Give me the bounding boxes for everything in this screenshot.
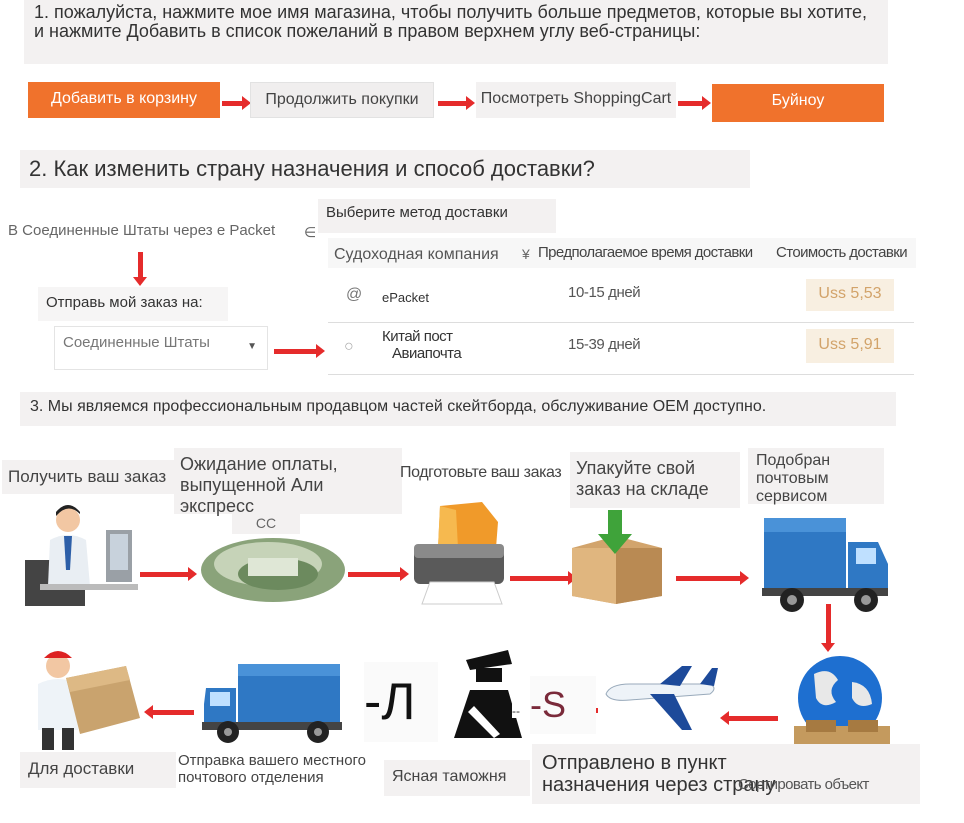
shipping-radio[interactable]: ○ (344, 338, 354, 355)
glyph-right: -S (530, 676, 596, 734)
buy-now-button[interactable]: Буйноу (712, 84, 884, 122)
flow-arrow (274, 344, 325, 358)
truck-icon (762, 518, 888, 612)
step-pack-label: Упакуйте свой заказ на складе (570, 452, 740, 508)
shipping-time: 10-15 дней (568, 284, 641, 301)
printer-icon (414, 502, 504, 605)
step-customs-label: Ясная таможня (384, 760, 530, 796)
flow-arrow (140, 567, 197, 581)
ship-to-line[interactable]: В Соединенные Штаты через е Packet (8, 222, 276, 239)
glyph-left: -Л (364, 662, 438, 742)
step-prepare-label: Подготовьте ваш заказ (400, 464, 562, 481)
dropdown-icon[interactable]: ∈ (304, 224, 317, 240)
shipping-company-line2: Авиапочта (392, 345, 462, 362)
country-select-value: Соединенные Штаты (63, 334, 210, 351)
flow-arrow (720, 711, 778, 725)
intro-text: 1. пожалуйста, нажмите мое имя магазина,… (24, 0, 888, 64)
down-arrow (821, 604, 835, 652)
country-select[interactable]: Соединенные Штаты ▼ (54, 326, 268, 370)
step-sent-dest-label: Отправлено в пункт назначения через стра… (542, 752, 776, 796)
airplane-icon (605, 666, 718, 730)
flow-arrow (144, 705, 194, 719)
step-picked-label: Подобран почтовым сервисом (748, 448, 884, 505)
sort-icon[interactable]: ¥ (522, 246, 530, 262)
shipping-time: 15-39 дней (568, 336, 641, 353)
table-divider (328, 322, 914, 323)
flow-arrow (678, 96, 711, 110)
person-at-computer-icon (25, 505, 138, 606)
globe-icon (794, 656, 890, 744)
header-time: Предполагаемое время доставки (538, 244, 753, 261)
step-waiting-label: Ожидание оплаты, выпущенной Али экспресс (174, 448, 402, 516)
step-delivery-label: Для доставки (20, 752, 176, 788)
table-divider (328, 374, 914, 375)
cc-label: CC (232, 514, 300, 534)
choose-method-label: Выберите метод доставки (318, 199, 556, 233)
shipping-table-header: Судоходная компания Предполагаемое время… (328, 238, 916, 268)
flow-arrow (438, 96, 475, 110)
shipping-company-line1: Китай пост (382, 328, 453, 345)
section2-title: 2. Как изменить страну назначения и спос… (20, 150, 750, 188)
money-icon (201, 538, 345, 602)
step-receive-label: Получить ваш заказ (2, 460, 174, 494)
shipping-cost: Uss 5,91 (806, 329, 894, 363)
glyph-small: -- (512, 704, 530, 718)
shipping-company: ePacket (382, 290, 429, 305)
section3-text: 3. Мы являемся профессиональным продавцо… (20, 392, 896, 426)
send-order-label: Отправь мой заказ на: (38, 287, 228, 321)
add-to-cart-button[interactable]: Добавить в корзину (28, 82, 220, 118)
box-icon (572, 510, 662, 604)
chevron-down-icon: ▼ (247, 341, 257, 352)
flow-arrow (510, 571, 577, 585)
step-sort-label: Сортировать объект (738, 776, 869, 793)
shipping-radio[interactable]: @ (346, 286, 363, 303)
down-arrow (133, 252, 147, 286)
step-local-post-label: Отправка вашего местного почтового отдел… (178, 752, 367, 786)
flow-arrow (348, 567, 409, 581)
delivery-man-icon (38, 651, 140, 750)
local-truck-icon (202, 664, 342, 743)
shipping-cost: Uss 5,53 (806, 279, 894, 311)
dest-panel (532, 744, 920, 804)
header-company: Судоходная компания (334, 246, 499, 263)
flow-arrow (222, 96, 251, 110)
view-cart-button[interactable]: Посмотреть ShoppingCart (476, 82, 676, 118)
customs-officer-icon (454, 650, 522, 738)
flow-arrow (676, 571, 749, 585)
header-cost: Стоимость доставки (776, 244, 908, 261)
continue-shopping-button[interactable]: Продолжить покупки (250, 82, 434, 118)
